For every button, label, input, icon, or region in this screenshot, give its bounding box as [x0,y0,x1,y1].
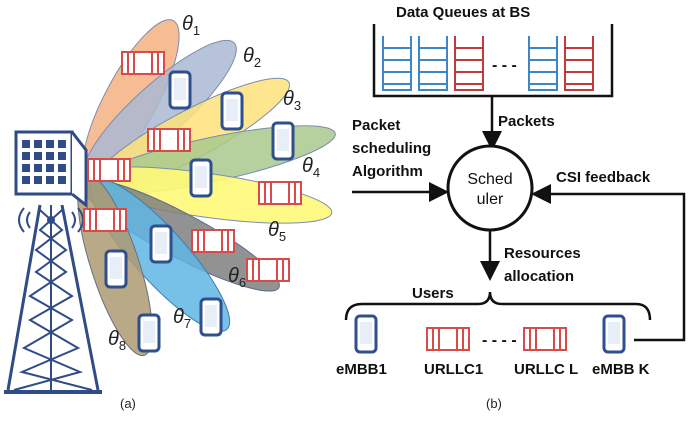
phone-icon [189,158,213,198]
user-label-embbk: eMBB K [592,361,650,378]
resources-label-line1: Resources [504,245,581,262]
user-embbk-icon [602,314,626,354]
beam-label-1: θ1 [182,13,200,38]
beam-label-3: θ3 [283,88,301,113]
urllc-packet-icon [258,181,302,205]
csi-feedback-arrow [531,184,686,342]
packets-label: Packets [498,113,555,130]
queues-title: Data Queues at BS [396,4,530,21]
beam-labels: θ1 θ2 θ3 θ4 θ5 θ6 θ7 θ8 [108,13,320,353]
embb-queue [528,36,558,91]
queues [382,36,594,91]
user-label-urllc1: URLLC1 [424,361,483,378]
user-urllc1-icon [426,327,470,351]
urllc-packet-icon [87,158,131,182]
base-station-tower [4,130,102,394]
phone-icon [271,121,295,161]
beam-label-7: θ7 [173,306,191,331]
beam-label-4: θ4 [302,155,320,180]
user-urllcl-icon [523,327,567,351]
embb-queue [382,36,412,91]
users-brace [344,291,652,321]
scheduler-label-line2: uler [477,191,504,208]
caption-a: (a) [120,396,136,411]
embb-phones [104,70,295,353]
phone-icon [168,70,192,110]
users-label: Users [412,285,454,302]
user-label-embb1: eMBB1 [336,361,387,378]
beam-label-8: θ8 [108,328,126,353]
beam-label-6: θ6 [228,265,246,290]
phone-icon [199,297,223,337]
urllc-packet-icon [121,51,165,75]
urllc-packets [83,51,302,282]
scheduler-label-line1: Sched [467,171,512,188]
queue-dots: - - - [492,57,517,74]
urllc-packet-icon [147,128,191,152]
resources-label-line2: allocation [504,268,574,285]
urllc-queue [564,36,594,91]
algorithm-label-line2: scheduling [352,140,431,157]
user-dashes: - - - - [482,332,517,349]
phone-icon [149,224,173,264]
beam-label-5: θ5 [268,219,286,244]
urllc-packet-icon [246,258,290,282]
algorithm-label-line1: Packet [352,117,400,134]
phone-icon [104,249,128,289]
csi-label: CSI feedback [556,169,651,186]
caption-b: (b) [486,396,502,411]
user-label-urllcl: URLLC L [514,361,578,378]
beam-label-2: θ2 [243,45,261,70]
algorithm-label-line3: Algorithm [352,163,423,180]
urllc-packet-icon [191,229,235,253]
phone-icon [220,91,244,131]
embb-queue [418,36,448,91]
user-embb1-icon [354,314,378,354]
urllc-queue [454,36,484,91]
scheduler-node [446,144,534,232]
phone-icon [137,313,161,353]
urllc-packet-icon [83,208,127,232]
